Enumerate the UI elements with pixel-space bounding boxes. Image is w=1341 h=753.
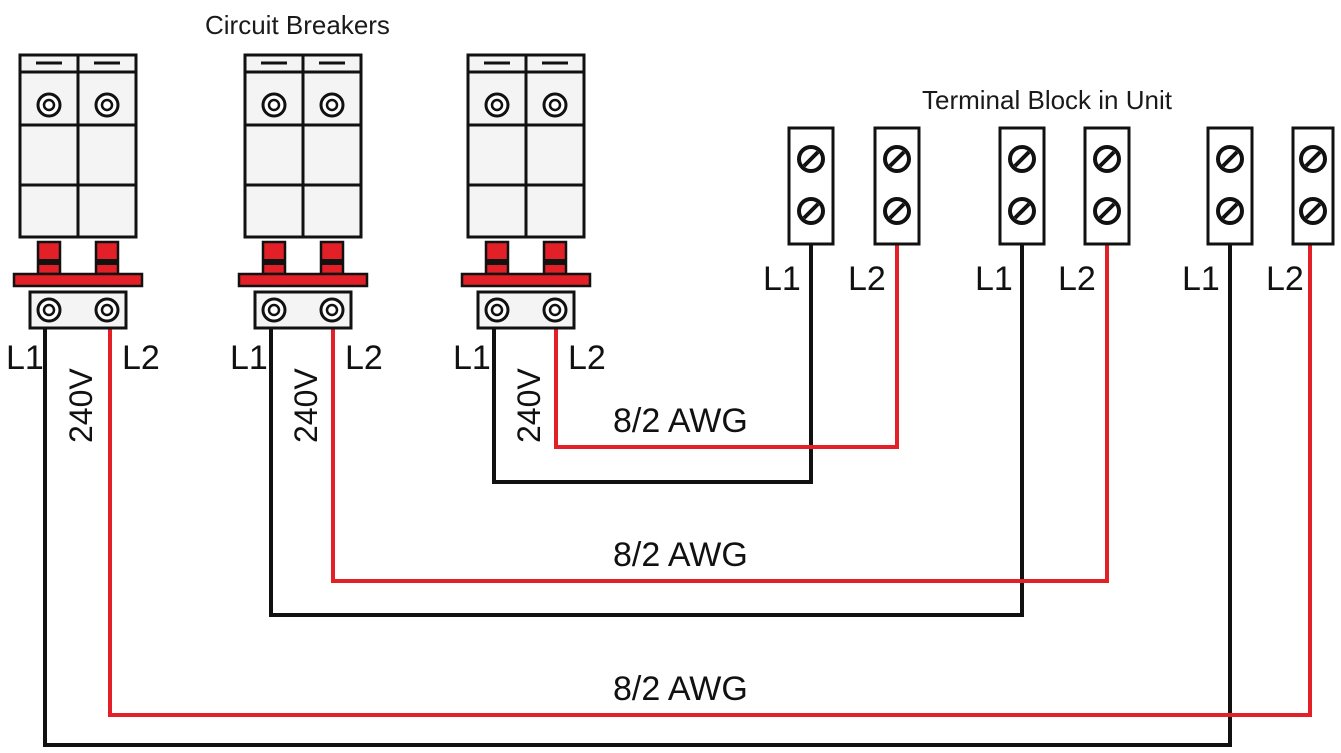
terminal-c2-l1	[998, 126, 1046, 246]
terminal-c1-l2	[1291, 126, 1335, 246]
terminal-c1-l2-label: L2	[1266, 260, 1304, 298]
breaker-2-l2-label: L2	[345, 339, 383, 377]
breaker-2	[237, 53, 369, 330]
circuit-3-voltage: 240V	[511, 368, 547, 443]
terminal-c3-l1	[787, 126, 835, 246]
terminal-c1-l1-label: L1	[1182, 260, 1220, 298]
wire-c2-l2	[331, 244, 1109, 583]
wire-c3-l1	[492, 244, 813, 484]
breaker-1-l1-label: L1	[6, 339, 44, 377]
terminal-c3-l1-label: L1	[763, 260, 801, 298]
breaker-1-l2-label: L2	[122, 339, 160, 377]
circuit-1-cable-label: 8/2 AWG	[613, 670, 748, 708]
breaker-2-l1-label: L1	[230, 339, 268, 377]
wire-c3-l2	[554, 244, 899, 449]
circuit-3-cable-label: 8/2 AWG	[613, 402, 748, 440]
breaker-1	[12, 53, 144, 330]
wire-c1-l2	[108, 244, 1312, 717]
terminal-c3-l2	[873, 126, 921, 246]
circuit-1-voltage: 240V	[63, 368, 99, 443]
terminal-c3-l2-label: L2	[848, 260, 886, 298]
terminal-c2-l2-label: L2	[1058, 260, 1096, 298]
terminal-c2-l2	[1083, 126, 1131, 246]
wire-c2-l1	[269, 244, 1024, 617]
wire-c1-l1	[43, 244, 1232, 747]
breaker-3-l2-label: L2	[568, 339, 606, 377]
breaker-3-l1-label: L1	[453, 339, 491, 377]
circuit-2-voltage: 240V	[288, 368, 324, 443]
breaker-3	[460, 53, 592, 330]
circuit-2-cable-label: 8/2 AWG	[613, 536, 748, 574]
terminal-c2-l1-label: L1	[975, 260, 1013, 298]
terminal-block-title: Terminal Block in Unit	[922, 85, 1173, 115]
breakers-title: Circuit Breakers	[205, 10, 390, 40]
terminal-c1-l1	[1206, 126, 1254, 246]
